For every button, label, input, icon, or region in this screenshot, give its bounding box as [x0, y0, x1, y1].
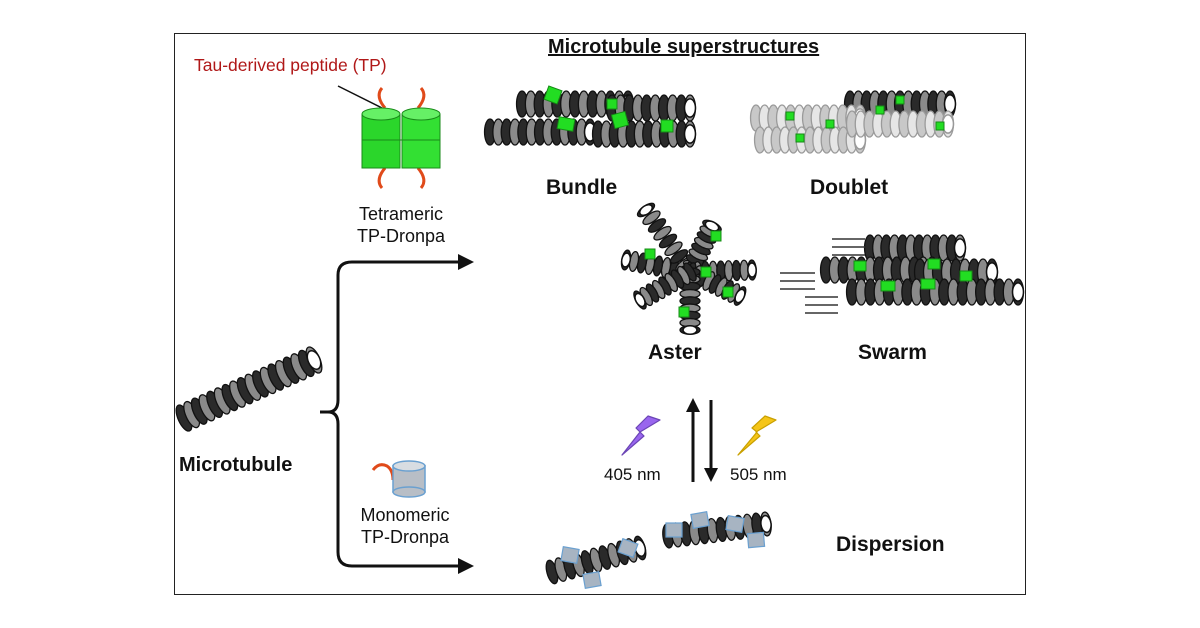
tp-dronpa-tetramer: [785, 111, 795, 121]
aster-structure: [620, 202, 757, 335]
tp-dronpa-tetramer: [875, 105, 885, 115]
tubule-end: [682, 325, 698, 335]
tp-dronpa-tetramer: [644, 248, 656, 260]
tubule-end: [953, 238, 967, 258]
tp-dronpa-tetramer: [880, 280, 896, 292]
bundle-structure: [483, 85, 697, 148]
peptide-pointer-line: [337, 85, 383, 109]
tp-dronpa-tetramer: [920, 278, 936, 290]
tubule-ring: [647, 218, 667, 233]
doublet-structure: [749, 90, 957, 154]
microtubule-segment: [845, 110, 955, 138]
violet-wavelength-label: 405 nm: [604, 465, 661, 484]
tp-dronpa-monomer: [725, 515, 745, 533]
aster-label: Aster: [648, 341, 702, 364]
yellow-wavelength-label: 505 nm: [730, 465, 787, 484]
tp-dronpa-tetramer: [710, 230, 722, 242]
tubule-end: [747, 262, 757, 278]
microtubule-segment: [633, 262, 697, 310]
arrow-down-head: [704, 468, 718, 482]
tubule-end: [704, 220, 720, 232]
tubule-end: [683, 98, 697, 118]
tubule-ring: [653, 225, 672, 241]
yellow-lightning-icon: [737, 415, 777, 456]
tetrameric-dronpa-icon: [361, 87, 441, 189]
branch-brace-lower: [327, 410, 460, 568]
tubule-end: [760, 514, 772, 534]
dispersion-label: Dispersion: [836, 533, 945, 556]
tp-dronpa-monomer: [560, 546, 580, 564]
tp-dronpa-tetramer: [795, 133, 805, 143]
peptide-label: Tau-derived peptide (TP): [194, 55, 387, 75]
arrow-to-tetrameric: [458, 254, 474, 270]
tubule-end: [985, 262, 999, 282]
arrow-to-monomeric: [458, 558, 474, 574]
microtubule-segment: [175, 346, 323, 432]
tp-dronpa-monomer: [665, 522, 683, 538]
tubule-end: [306, 349, 322, 371]
tp-dronpa-tetramer: [543, 85, 563, 105]
microtubule-icon: [175, 346, 323, 432]
tp-dronpa-tetramer: [556, 116, 576, 132]
bundle-label: Bundle: [546, 176, 618, 199]
tubule-end: [1011, 282, 1025, 302]
tp-dronpa-monomer: [746, 531, 766, 549]
dispersion-structure: [545, 511, 772, 589]
tp-dronpa-tetramer: [660, 119, 674, 133]
tubule-ring: [658, 233, 678, 249]
tp-dronpa-tetramer: [895, 95, 905, 105]
tubule-end: [620, 252, 632, 268]
tubule-ring: [664, 241, 683, 257]
tubule-ring: [642, 210, 661, 226]
violet-lightning-icon: [621, 415, 661, 456]
tubule-end: [734, 288, 746, 304]
tubule-end: [639, 203, 653, 217]
tp-dronpa-monomer: [690, 511, 710, 529]
branch-brace: [327, 260, 460, 414]
tp-dronpa-tetramer: [825, 119, 835, 129]
diagram-title: Microtubule superstructures: [548, 36, 820, 58]
tp-dronpa-monomer: [582, 571, 602, 589]
tubule-end: [943, 94, 957, 114]
tubule-end: [634, 292, 646, 308]
microtubule-label: Microtubule: [179, 454, 293, 476]
tetrameric-label-line2: TP-Dronpa: [356, 226, 446, 246]
monomeric-label-line1: Monomeric: [360, 505, 450, 525]
swarm-motion-lines: [780, 238, 865, 314]
tp-dronpa-tetramer: [722, 286, 734, 298]
tetrameric-label-line1: Tetrameric: [358, 204, 444, 224]
monomeric-dronpa-icon: [371, 460, 426, 498]
arrow-up-head: [686, 398, 700, 412]
microtubule-segment: [845, 278, 1025, 306]
microtubule-segment: [591, 120, 697, 148]
tp-dronpa-tetramer: [678, 306, 690, 318]
swarm-label: Swarm: [858, 341, 927, 364]
monomeric-label-line2: TP-Dronpa: [360, 527, 450, 547]
tp-dronpa-tetramer: [853, 260, 867, 272]
tp-dronpa-tetramer: [610, 110, 630, 130]
tp-dronpa-tetramer: [700, 266, 712, 278]
tubule-ring: [669, 249, 689, 264]
tp-dronpa-tetramer: [959, 270, 973, 282]
tp-dronpa-tetramer: [606, 98, 618, 110]
microtubule-segment: [483, 118, 597, 146]
tp-dronpa-tetramer: [935, 121, 945, 131]
tubule-end: [683, 124, 697, 144]
tp-dronpa-tetramer: [927, 258, 941, 270]
swarm-structure: [819, 234, 1025, 306]
doublet-label: Doublet: [810, 176, 889, 199]
tp-dronpa-monomer: [617, 537, 639, 559]
